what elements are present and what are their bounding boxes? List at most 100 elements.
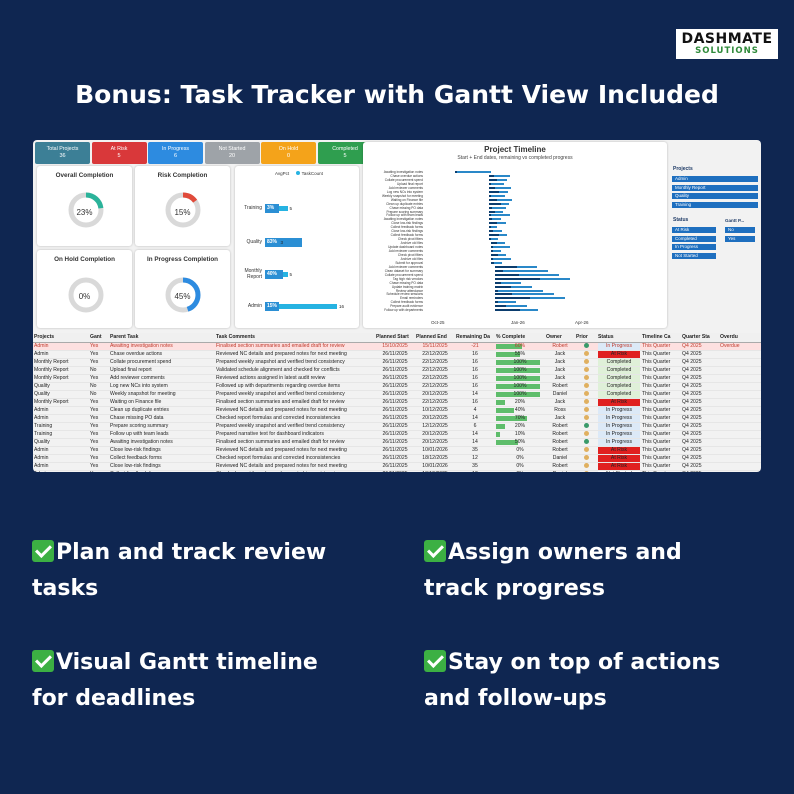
cell-comment: Reviewed NC details and prepared notes f…	[215, 350, 375, 359]
pct-label: 0%	[516, 446, 524, 453]
priority-dot-icon	[583, 342, 589, 348]
kpi-label: On Hold	[278, 146, 299, 152]
cell-quarter: Q4 2025	[681, 470, 719, 472]
priority-dot-icon	[583, 366, 589, 372]
slicer-item[interactable]: Monthly Report	[672, 184, 758, 191]
gantt-task-label: Update dashboard notes	[388, 245, 423, 250]
column-header[interactable]: Task Comments	[215, 333, 375, 343]
bar-category-label: Monthly Report	[244, 268, 262, 280]
column-header[interactable]: % Complete	[495, 333, 545, 343]
column-header[interactable]: Quarter Sta	[681, 333, 719, 343]
column-header[interactable]: Status	[597, 333, 641, 343]
slicer-item[interactable]: Training	[672, 201, 758, 208]
cell-remaining: 35	[455, 462, 495, 471]
pct-bar	[496, 399, 505, 405]
cell-end: 10/01/2026	[415, 462, 455, 471]
cell-status: At Risk	[597, 446, 641, 455]
cell-prio	[575, 358, 597, 367]
slicer-item[interactable]: Not Started	[672, 252, 716, 259]
cell-task: Awaiting investigation notes	[109, 342, 215, 351]
slicer-item[interactable]: Completed	[672, 235, 716, 242]
column-header[interactable]: Timeline Ca	[641, 333, 681, 343]
cell-start: 26/11/2025	[375, 406, 415, 415]
inprogress-completion-donut	[165, 277, 201, 313]
cell-timeline: This Quarter	[641, 430, 681, 439]
cell-remaining: 14	[455, 438, 495, 447]
slicer-item[interactable]: Admin	[672, 176, 758, 182]
cell-status: In Progress	[597, 414, 641, 423]
pct-label: 20%	[514, 398, 526, 405]
cell-pct: 0%	[495, 470, 545, 472]
slicer-item[interactable]: Yes	[725, 235, 755, 242]
slicer-item[interactable]: No	[725, 227, 755, 233]
gantt-bar	[495, 293, 554, 296]
column-header[interactable]: Planned Start	[375, 333, 415, 343]
gantt-task-label: Check pivot filters	[397, 237, 423, 242]
cell-owner: Ross	[545, 406, 575, 415]
gantt-task-label: Chase missing PO data	[389, 280, 423, 285]
cell-owner: Robert	[545, 382, 575, 391]
avgpct-bar: 40%	[265, 270, 283, 279]
cell-comment: Prepared weekly snapshot and verified tr…	[215, 358, 375, 367]
cell-start: 26/11/2025	[375, 358, 415, 367]
column-header[interactable]: Prior	[575, 333, 597, 343]
cell-project: Admin	[33, 406, 89, 415]
column-header[interactable]: Projects	[33, 333, 89, 343]
gantt-task-label: Chase overdue actions	[390, 173, 423, 178]
cell-owner: Jack	[545, 414, 575, 423]
cell-prio	[575, 342, 597, 351]
gantt-progress	[489, 174, 494, 177]
cell-start: 26/11/2025	[375, 366, 415, 375]
cell-quarter: Q4 2025	[681, 438, 719, 447]
slicer-item[interactable]: Quality	[672, 193, 758, 199]
column-header[interactable]: Remaining Da	[455, 333, 495, 343]
cell-status: Completed	[597, 382, 641, 391]
cell-task: Weekly snapshot for meeting	[109, 390, 215, 399]
column-header[interactable]: Overdu	[719, 333, 761, 343]
column-header[interactable]: Owner	[545, 333, 575, 343]
gantt-bar	[489, 178, 507, 181]
cell-task: Clean up duplicate entries	[109, 406, 215, 415]
cell-start: 26/11/2025	[375, 422, 415, 431]
cell-status: Completed	[597, 374, 641, 383]
priority-dot-icon	[583, 398, 589, 404]
pct-label: 55%	[514, 350, 526, 357]
kpi-value: 5	[117, 152, 121, 159]
column-header[interactable]: Planned End	[415, 333, 455, 343]
cell-overdue	[719, 470, 761, 472]
slicer-item[interactable]: In Progress	[672, 244, 716, 250]
cell-start: 26/11/2025	[375, 462, 415, 471]
slicer-item[interactable]: At Risk	[672, 227, 716, 233]
column-header[interactable]: Gant	[89, 333, 109, 343]
cell-prio	[575, 382, 597, 391]
cell-prio	[575, 406, 597, 415]
cell-pct: 100%	[495, 390, 545, 399]
gantt-task-label: Close low-risk findings	[391, 229, 423, 234]
cell-end: 20/12/2025	[415, 438, 455, 447]
column-header[interactable]: Parent Task	[109, 333, 215, 343]
gantt-bar	[489, 218, 501, 221]
